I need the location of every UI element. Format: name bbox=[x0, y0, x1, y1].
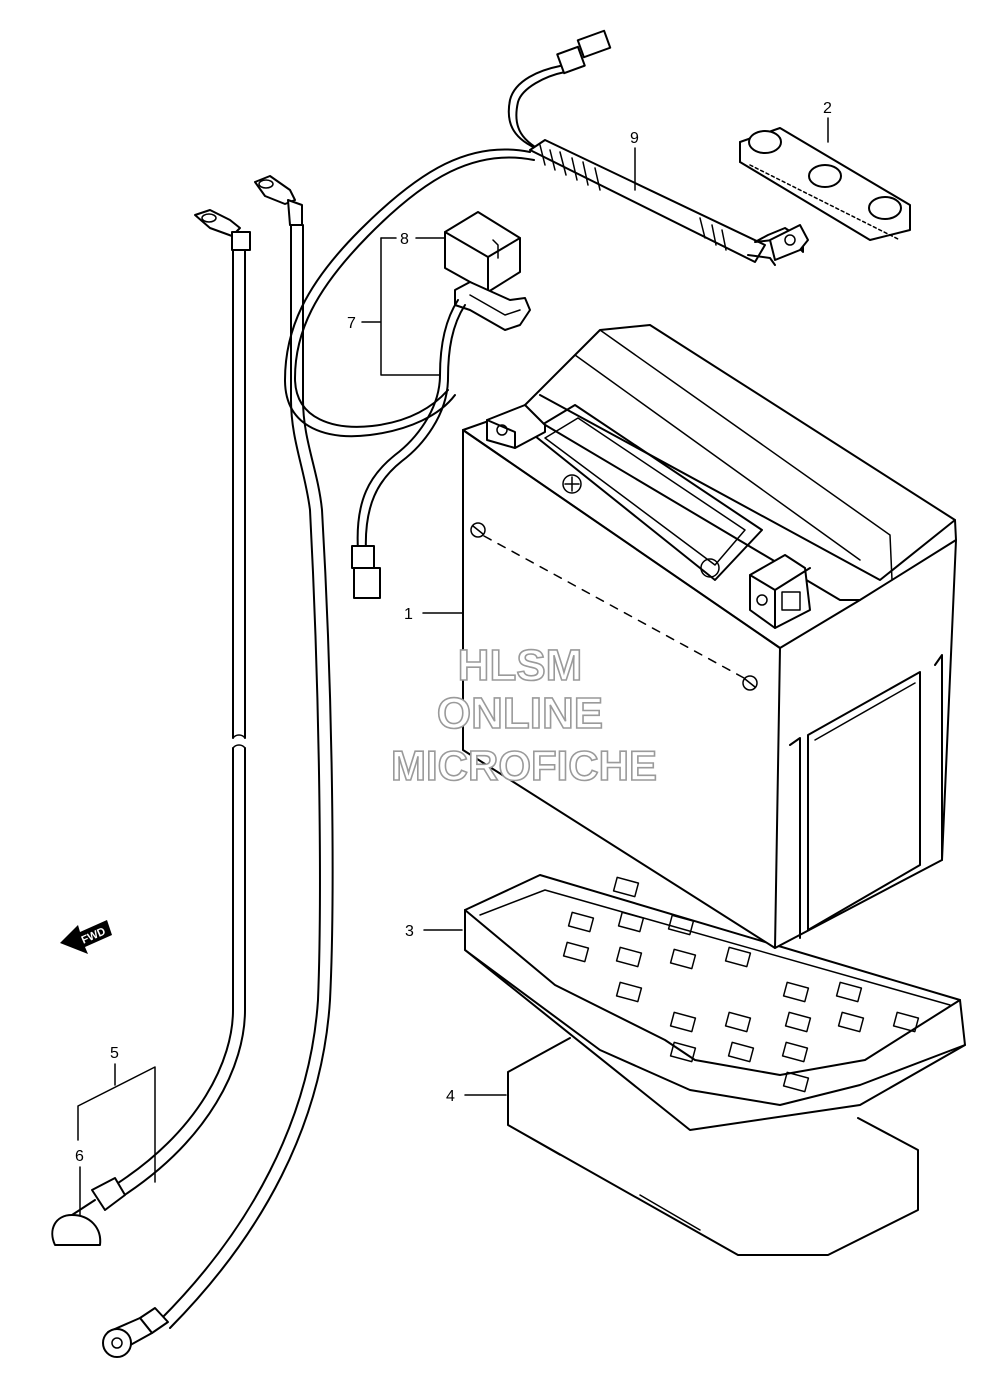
callout-2: 2 bbox=[823, 100, 832, 143]
svg-text:8: 8 bbox=[400, 231, 409, 248]
forward-arrow-icon: FWD bbox=[60, 920, 112, 954]
relay-part-8 bbox=[444, 211, 521, 293]
callout-1: 1 bbox=[404, 606, 463, 623]
cushion-strip-part-2 bbox=[739, 127, 911, 241]
callout-5: 5 bbox=[77, 1045, 156, 1183]
svg-text:4: 4 bbox=[446, 1088, 455, 1105]
svg-text:3: 3 bbox=[405, 923, 414, 940]
callout-7: 7 bbox=[347, 237, 441, 376]
callout-3: 3 bbox=[405, 923, 463, 940]
battery-cable-long bbox=[102, 175, 334, 1358]
callout-6: 6 bbox=[75, 1148, 84, 1216]
watermark-line-1: HLSM bbox=[458, 641, 583, 690]
battery-pad-part-4 bbox=[507, 1037, 919, 1256]
svg-text:9: 9 bbox=[630, 130, 639, 147]
svg-text:5: 5 bbox=[110, 1045, 119, 1062]
relay-bracket-part-7 bbox=[351, 281, 531, 599]
callout-9: 9 bbox=[630, 130, 639, 191]
lead-wire-part-9 bbox=[284, 29, 809, 438]
svg-text:6: 6 bbox=[75, 1148, 84, 1165]
battery-tray-part-3 bbox=[464, 874, 966, 1131]
terminal-cap-part-6 bbox=[51, 1177, 126, 1246]
svg-text:2: 2 bbox=[823, 100, 832, 117]
watermark-line-2: ONLINE bbox=[437, 689, 603, 738]
callout-8: 8 bbox=[380, 231, 445, 248]
watermark: HLSM ONLINE MICROFICHE bbox=[390, 640, 658, 790]
svg-text:1: 1 bbox=[404, 606, 413, 623]
battery-part-1 bbox=[462, 324, 957, 949]
callout-4: 4 bbox=[446, 1088, 507, 1105]
watermark-line-3: MICROFICHE bbox=[391, 742, 657, 789]
svg-text:7: 7 bbox=[347, 315, 356, 332]
fwd-label: FWD bbox=[80, 925, 108, 946]
battery-cable-with-cap bbox=[114, 209, 251, 1199]
